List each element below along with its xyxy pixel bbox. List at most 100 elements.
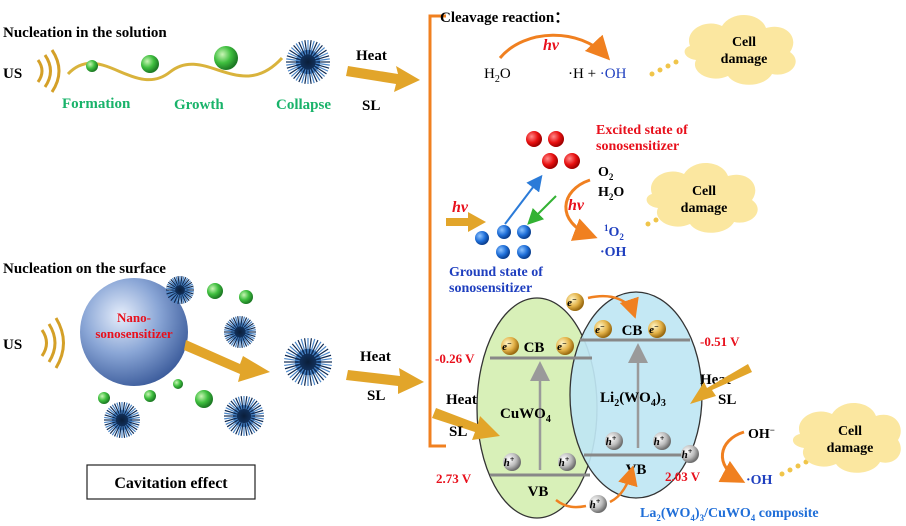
green-bubble <box>173 379 183 389</box>
o2-label: O2 <box>598 165 614 182</box>
cleavage-h2o: H2O <box>484 66 511 85</box>
svg-text:h+: h+ <box>559 455 570 469</box>
composite-cell-damage-cloud <box>792 402 901 473</box>
electron-transfer-arrow <box>587 295 639 319</box>
composite-dots <box>779 459 809 477</box>
oh-minus-label: OH− <box>748 425 775 442</box>
bottom-heat-arrow <box>346 368 424 394</box>
energy-transfer-arrow <box>564 178 598 241</box>
singlet-oxygen-label: 1O2 <box>604 223 624 242</box>
o2-h2o-label: H2O <box>598 185 624 202</box>
composite-sl-left: SL <box>449 424 467 440</box>
cuwo4-electron-left: e− <box>501 337 519 355</box>
li-cb-potential: -0.51 V <box>700 334 740 349</box>
surface-bubble-icon <box>224 316 256 348</box>
li-hole-left: h+ <box>605 432 623 450</box>
cuwo4-cb-potential: -0.26 V <box>435 351 475 366</box>
svg-text:e−: e− <box>557 339 567 353</box>
outcome-bracket <box>428 14 446 448</box>
green-bubble <box>195 390 213 408</box>
hole-transfer-arrow-in <box>555 499 587 509</box>
top-sl-label: SL <box>362 98 380 114</box>
relaxation-arrow <box>527 195 557 225</box>
composite-sl-right: SL <box>718 392 736 408</box>
surface-bubble-icon <box>224 396 264 436</box>
incoming-hv: hv <box>452 199 469 216</box>
cuwo4-hole-right: h+ <box>558 453 576 471</box>
ground-state-dot <box>497 225 511 239</box>
excited-state-dot <box>542 153 558 169</box>
surface-collapse-bubble-icon <box>284 338 332 386</box>
energy-transfer-hv: hv <box>568 197 585 214</box>
composite-heat-right-arrow <box>690 364 752 404</box>
nano-label-line1: Nano- <box>117 310 151 325</box>
cuwo4-hole-left: h+ <box>503 453 521 471</box>
cavitation-box <box>86 464 256 500</box>
cleavage-cell-label: Cell <box>732 35 756 50</box>
ground-state-dot <box>517 245 531 259</box>
bottom-us-label: US <box>3 337 22 353</box>
cleavage-dots <box>649 59 679 77</box>
cuwo4-vb-potential: 2.73 V <box>436 471 472 486</box>
cuwo4-cb-label: CB <box>524 340 545 356</box>
li-hole-right: h+ <box>653 432 671 450</box>
bottom-section-title: Nucleation on the surface <box>3 261 166 277</box>
cuwo4-vb-label: VB <box>528 484 549 500</box>
collapse-label: Collapse <box>276 97 331 113</box>
svg-text:h+: h+ <box>590 497 601 511</box>
surface-to-collapse-arrow <box>184 340 270 382</box>
ground-label-line1: Ground state of <box>449 265 543 280</box>
top-section-title: Nucleation in the solution <box>3 25 167 41</box>
excited-label-line1: Excited state of <box>596 123 688 138</box>
sono-damage-label: damage <box>681 201 728 216</box>
oh-radical-label: ·OH <box>746 473 773 488</box>
bottom-ultrasound-waves-icon <box>40 317 65 369</box>
ground-state-dot <box>517 225 531 239</box>
green-bubble <box>144 390 156 402</box>
formation-bubble <box>86 60 98 72</box>
excited-state-dot <box>548 131 564 147</box>
top-us-label: US <box>3 66 22 82</box>
composite-caption: La2(WO4)3/CuWO4 composite <box>640 506 819 523</box>
excited-state-dot <box>564 153 580 169</box>
growth-label: Growth <box>174 97 224 113</box>
svg-text:e−: e− <box>502 339 512 353</box>
migrating-hole: h+ <box>589 495 607 513</box>
hole-transfer-arrow-out <box>609 465 638 504</box>
incoming-hv-arrow <box>446 212 486 232</box>
top-heat-arrow <box>346 66 420 92</box>
green-bubble <box>207 283 223 299</box>
cleavage-hv-label: hv <box>543 37 560 54</box>
composite-damage-label: damage <box>827 441 874 456</box>
cleavage-hv-arrow <box>498 33 611 61</box>
formation-label: Formation <box>62 96 131 112</box>
growth-bubble-small <box>141 55 159 73</box>
nano-label-line2: sonosensitizer <box>95 326 173 341</box>
top-heat-label: Heat <box>356 48 387 64</box>
bubble-growth-wave <box>66 56 284 82</box>
svg-text:e−: e− <box>567 295 577 309</box>
svg-text:h+: h+ <box>504 455 515 469</box>
ground-state-dot <box>475 231 489 245</box>
reactive-hole: h+ <box>681 445 699 463</box>
composite-cell-label: Cell <box>838 424 862 439</box>
ground-label-line2: sonosensitizer <box>449 281 532 296</box>
nano-sonosensitizer-sphere <box>80 278 188 386</box>
composite-heat-left: Heat <box>446 392 477 408</box>
ground-state-dot <box>496 245 510 259</box>
cleavage-products: ·H + ·OH <box>568 66 627 82</box>
li-vb-potential: 2.03 V <box>665 469 701 484</box>
cuwo4-electron-right: e− <box>556 337 574 355</box>
li-electron-left: e− <box>594 320 612 338</box>
oh-conversion-arrow <box>718 430 746 483</box>
li-cb-label: CB <box>622 323 643 339</box>
surface-bubble-icon <box>104 402 140 438</box>
li-vb-label: VB <box>626 462 647 478</box>
migrating-electron: e− <box>566 293 584 311</box>
growth-bubble-large <box>214 46 238 70</box>
sono-cell-label: Cell <box>692 184 716 199</box>
cavitation-label: Cavitation effect <box>114 475 228 492</box>
collapse-bubble-icon <box>286 40 330 84</box>
green-bubble <box>98 392 110 404</box>
